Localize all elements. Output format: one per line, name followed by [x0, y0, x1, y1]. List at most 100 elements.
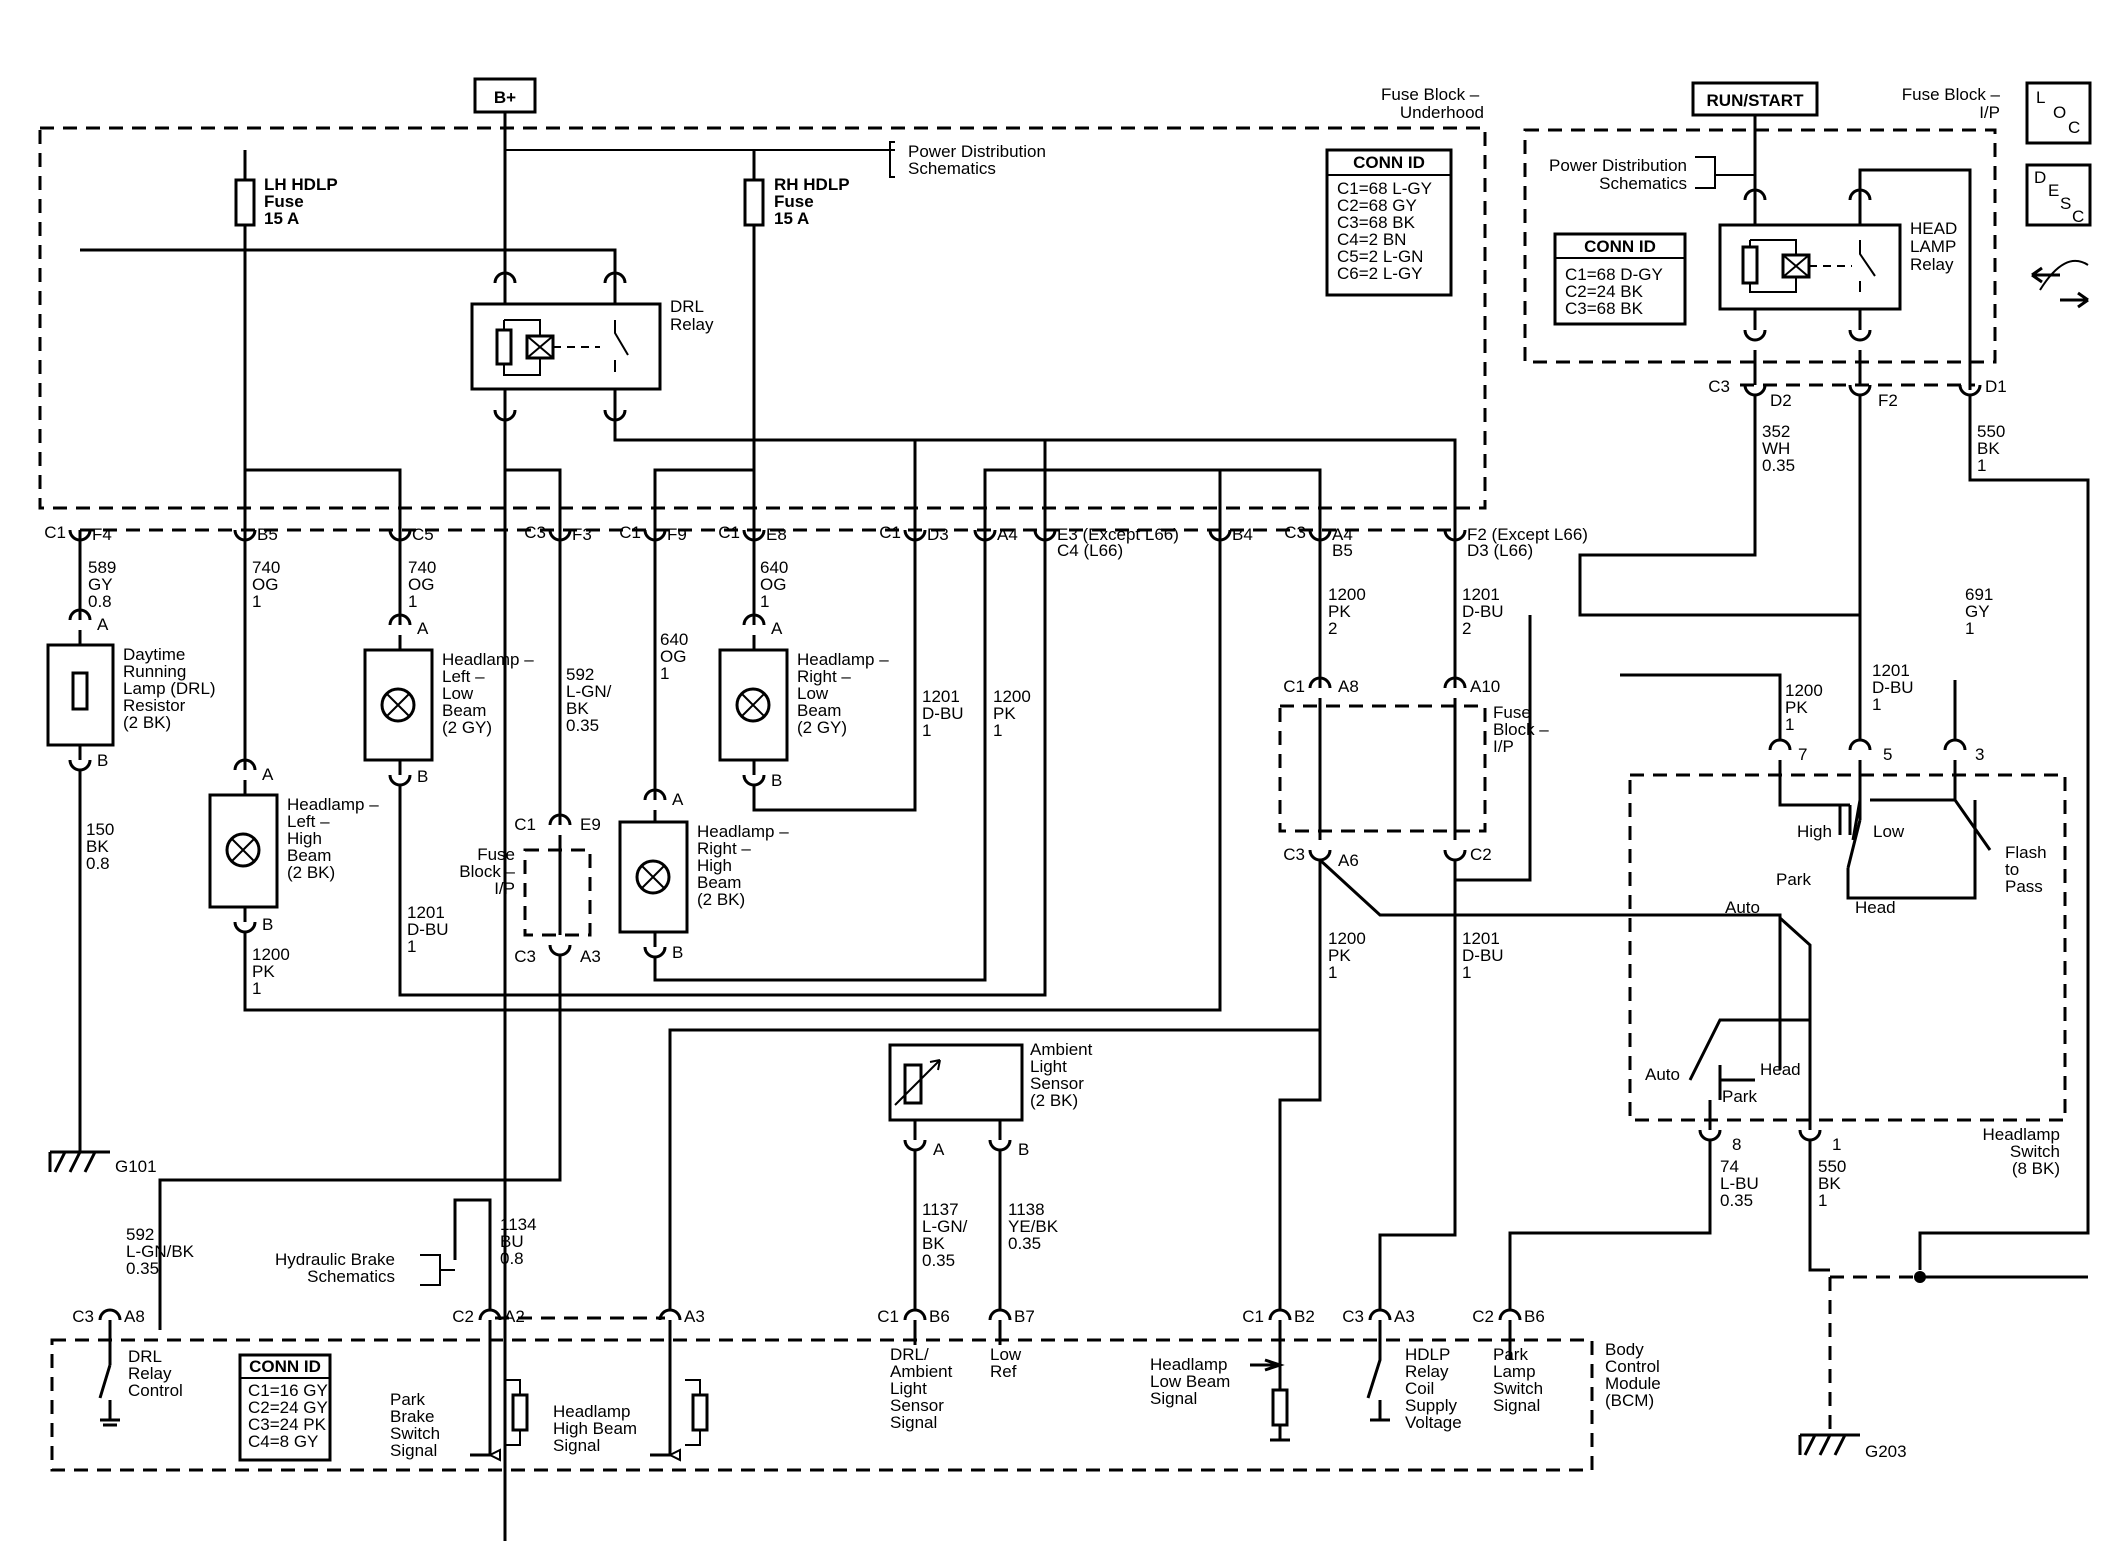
bcm-pin-id: A8 — [124, 1307, 145, 1326]
pdist-ip-1: Power Distribution — [1549, 156, 1687, 175]
svg-text:C3: C3 — [1283, 845, 1305, 864]
bcm-connector-id: C2 — [452, 1307, 474, 1326]
svg-text:C2: C2 — [1470, 845, 1492, 864]
underhood-pin-id: C5 — [412, 525, 434, 544]
bcm-connector-id: C1 — [877, 1307, 899, 1326]
underhood-pin-id: F2 (Except L66)D3 (L66) — [1467, 525, 1588, 560]
svg-text:C: C — [2072, 207, 2084, 226]
desc-icon[interactable]: D E S C — [2025, 163, 2092, 227]
svg-text:O: O — [2053, 103, 2066, 122]
pin-a-drl: A — [97, 615, 109, 634]
bcm-conn-line: C4=8 GY — [248, 1432, 318, 1451]
fbip-pin-c3: C3 — [1708, 377, 1730, 396]
svg-text:D: D — [2034, 168, 2046, 187]
navigation-arrows-icon[interactable] — [2031, 260, 2089, 309]
underhood-connector-id: C3 — [1284, 523, 1306, 542]
underhood-pin-id: B4 — [1232, 525, 1253, 544]
g101-ground-icon: G101 — [48, 1130, 157, 1176]
fuse-block-ip-title: Fuse Block –I/P — [1902, 85, 2001, 122]
svg-text:A: A — [672, 790, 684, 809]
pdist-ip-2: Schematics — [1599, 174, 1687, 193]
underhood-pin-id: F9 — [667, 525, 687, 544]
fbu-conn-line: C3=68 BK — [1337, 213, 1416, 232]
bcm-connector-id: C3 — [1342, 1307, 1364, 1326]
underhood-pin-id: D3 — [927, 525, 949, 544]
bcm-connector-id: C2 — [1472, 1307, 1494, 1326]
fbip-pin-f2: F2 — [1878, 391, 1898, 410]
svg-text:3: 3 — [1975, 745, 1984, 764]
bcm-pin-id: A3 — [684, 1307, 705, 1326]
svg-text:B: B — [672, 943, 683, 962]
underhood-pin-id: E3 (Except L66)C4 (L66) — [1057, 525, 1179, 560]
fuse-block-underhood: Fuse Block – Underhood Power Distributio… — [38, 85, 1487, 1541]
bcm-connector-pin — [478, 1308, 502, 1321]
svg-text:Park: Park — [1722, 1087, 1757, 1106]
loc-icon[interactable]: L O C — [2025, 81, 2092, 145]
bcm-conn-title: CONN ID — [249, 1357, 321, 1376]
svg-text:A: A — [771, 619, 783, 638]
fbip-pin-d1: D1 — [1985, 377, 2007, 396]
underhood-connector-id: C3 — [524, 523, 546, 542]
underhood-connector-id: C1 — [718, 523, 740, 542]
fbip-conn-title: CONN ID — [1584, 237, 1656, 256]
svg-text:L: L — [2036, 88, 2045, 107]
bcm-connector-pin — [98, 1308, 122, 1321]
underhood-pin-id: E8 — [766, 525, 787, 544]
svg-text:A: A — [262, 765, 274, 784]
svg-text:B: B — [771, 771, 782, 790]
bcm-connector-pin — [1268, 1308, 1292, 1321]
bcm-connector-id: C3 — [72, 1307, 94, 1326]
run-start-label: RUN/START — [1707, 91, 1805, 110]
bcm-pin-id: B2 — [1294, 1307, 1315, 1326]
svg-text:C: C — [2068, 118, 2080, 137]
bcm-pin-id: B6 — [1524, 1307, 1545, 1326]
svg-text:5: 5 — [1883, 745, 1892, 764]
fuse-block-underhood-title: Fuse Block – Underhood — [1381, 85, 1484, 122]
bcm-connector-pin — [988, 1308, 1012, 1321]
pin-b-drl: B — [97, 751, 108, 770]
svg-text:B: B — [262, 915, 273, 934]
fbu-title-1: Fuse Block – — [1381, 85, 1480, 104]
bcm-conn-line: C3=24 PK — [248, 1415, 327, 1434]
battery-source: B+ — [473, 77, 537, 114]
fbu-conn-line: C5=2 L-GN — [1337, 247, 1423, 266]
bcm-connector-pin — [1498, 1308, 1522, 1321]
svg-text:Low: Low — [1873, 822, 1905, 841]
fbu-conn-line: C4=2 BN — [1337, 230, 1406, 249]
fbu-conn-line: C2=68 GY — [1337, 196, 1417, 215]
